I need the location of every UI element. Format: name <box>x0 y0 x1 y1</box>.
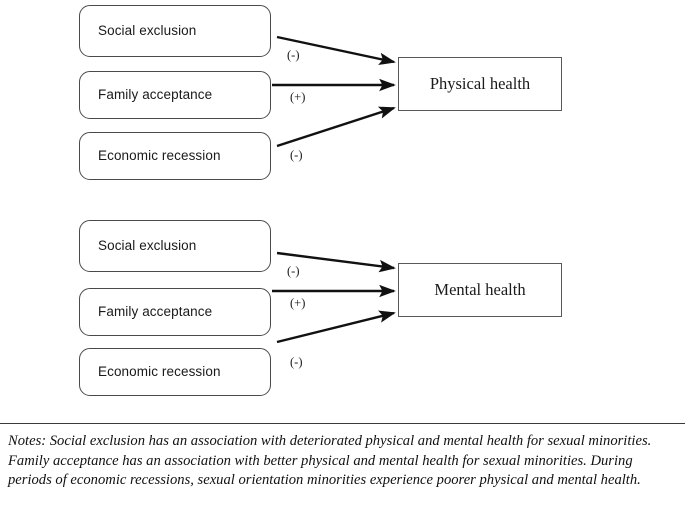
notes-top-rule <box>0 423 685 424</box>
predictor-box-family-acceptance-physical: Family acceptance <box>79 71 271 119</box>
predictor-label: Economic recession <box>98 363 221 379</box>
outcome-box-physical-health: Physical health <box>398 57 562 111</box>
notes-text: Notes: Social exclusion has an associati… <box>8 433 652 489</box>
outcome-box-mental-health: Mental health <box>398 263 562 317</box>
predictor-box-economic-recession-mental: Economic recession <box>79 348 271 396</box>
sign-label-family-acceptance-mental: (+) <box>290 296 306 310</box>
predictor-box-social-exclusion-mental: Social exclusion <box>79 220 271 272</box>
sign-label-social-exclusion-mental: (-) <box>287 264 300 278</box>
predictor-label: Family acceptance <box>98 303 213 319</box>
predictor-box-social-exclusion-physical: Social exclusion <box>79 5 271 57</box>
sign-label-family-acceptance-physical: (+) <box>290 90 306 104</box>
sign-label-social-exclusion-physical: (-) <box>287 48 300 62</box>
notes-block: Notes: Social exclusion has an associati… <box>0 423 685 491</box>
arrow-economic-recession-to-physical-health <box>276 106 396 148</box>
predictor-label: Social exclusion <box>98 237 197 253</box>
outcome-label: Physical health <box>429 74 531 93</box>
predictor-box-economic-recession-physical: Economic recession <box>79 132 271 180</box>
sign-label-economic-recession-physical: (-) <box>290 148 303 162</box>
predictor-label: Family acceptance <box>98 86 213 102</box>
predictor-box-family-acceptance-mental: Family acceptance <box>79 288 271 336</box>
arrow-economic-recession-to-mental-health <box>276 310 396 344</box>
outcome-label: Mental health <box>434 280 526 299</box>
sign-label-economic-recession-mental: (-) <box>290 355 303 369</box>
predictor-label: Social exclusion <box>98 22 197 38</box>
predictor-label: Economic recession <box>98 147 221 163</box>
